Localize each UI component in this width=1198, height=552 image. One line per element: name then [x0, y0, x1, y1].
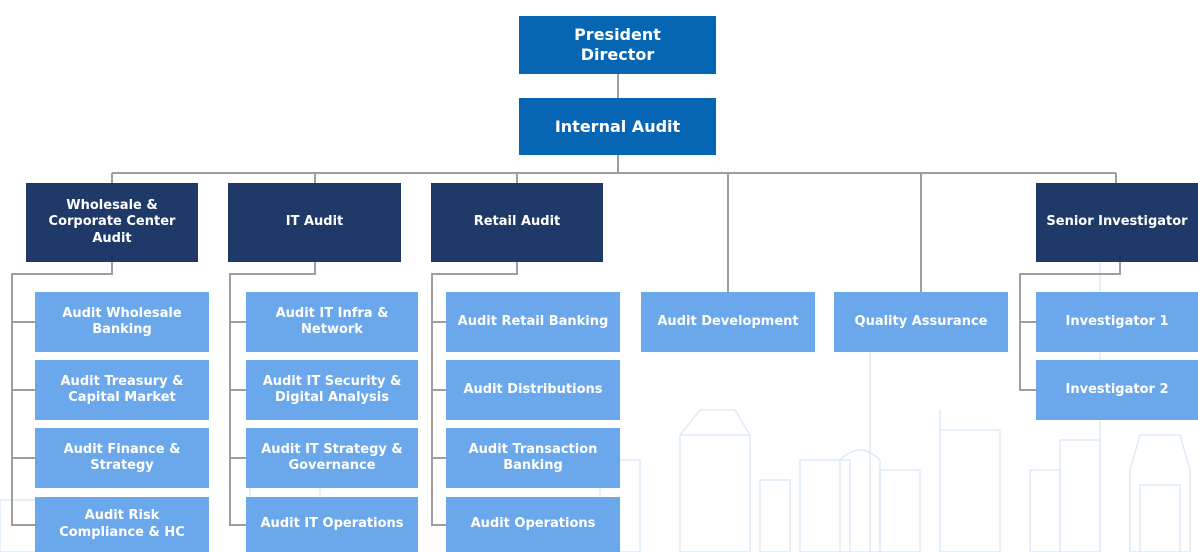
- dept-wholesale-corporate: Wholesale & Corporate Center Audit: [26, 183, 198, 262]
- unit-label: Audit Wholesale Banking: [62, 305, 182, 337]
- unit-audit-treasury: Audit Treasury & Capital Market: [35, 360, 209, 420]
- unit-investigator-2: Investigator 2: [1036, 360, 1198, 420]
- unit-label: Audit Finance & Strategy: [63, 441, 181, 473]
- unit-audit-development: Audit Development: [641, 292, 815, 352]
- unit-audit-it-strategy: Audit IT Strategy & Governance: [246, 428, 418, 488]
- unit-quality-assurance: Quality Assurance: [834, 292, 1008, 352]
- dept-it-audit: IT Audit: [228, 183, 401, 262]
- dept-label: IT Audit: [285, 214, 344, 230]
- internal-audit-label: Internal Audit: [554, 116, 681, 136]
- unit-audit-transaction-banking: Audit Transaction Banking: [446, 428, 620, 488]
- unit-audit-distributions: Audit Distributions: [446, 360, 620, 420]
- unit-label: Audit IT Security & Digital Analysis: [262, 373, 402, 405]
- unit-label: Audit Risk Compliance & HC: [59, 508, 185, 540]
- dept-retail-audit: Retail Audit: [431, 183, 603, 262]
- unit-label: Investigator 2: [1065, 381, 1169, 397]
- unit-label: Audit Treasury & Capital Market: [60, 373, 184, 405]
- internal-audit-box: Internal Audit: [519, 98, 716, 155]
- dept-label: Wholesale & Corporate Center Audit: [48, 198, 176, 246]
- unit-audit-it-operations: Audit IT Operations: [246, 497, 418, 552]
- unit-audit-retail-banking: Audit Retail Banking: [446, 292, 620, 352]
- unit-audit-operations: Audit Operations: [446, 497, 620, 552]
- unit-label: Audit IT Operations: [260, 516, 404, 532]
- unit-label: Audit IT Strategy & Governance: [261, 441, 403, 473]
- unit-label: Audit Operations: [470, 516, 596, 532]
- unit-label: Audit Distributions: [463, 381, 603, 397]
- unit-label: Quality Assurance: [854, 313, 988, 329]
- dept-label: Senior Investigator: [1046, 214, 1188, 230]
- unit-label: Audit Transaction Banking: [468, 441, 598, 473]
- unit-investigator-1: Investigator 1: [1036, 292, 1198, 352]
- president-director-box: President Director: [519, 16, 716, 74]
- unit-label: Audit Retail Banking: [457, 313, 609, 329]
- dept-senior-investigator: Senior Investigator: [1036, 183, 1198, 262]
- unit-audit-finance: Audit Finance & Strategy: [35, 428, 209, 488]
- unit-audit-risk: Audit Risk Compliance & HC: [35, 497, 209, 552]
- unit-label: Investigator 1: [1065, 313, 1169, 329]
- dept-label: Retail Audit: [473, 214, 561, 230]
- unit-audit-it-security: Audit IT Security & Digital Analysis: [246, 360, 418, 420]
- unit-audit-it-infra: Audit IT Infra & Network: [246, 292, 418, 352]
- president-director-label: President Director: [574, 25, 661, 64]
- unit-label: Audit IT Infra & Network: [275, 305, 389, 337]
- unit-audit-wholesale-banking: Audit Wholesale Banking: [35, 292, 209, 352]
- unit-label: Audit Development: [657, 313, 799, 329]
